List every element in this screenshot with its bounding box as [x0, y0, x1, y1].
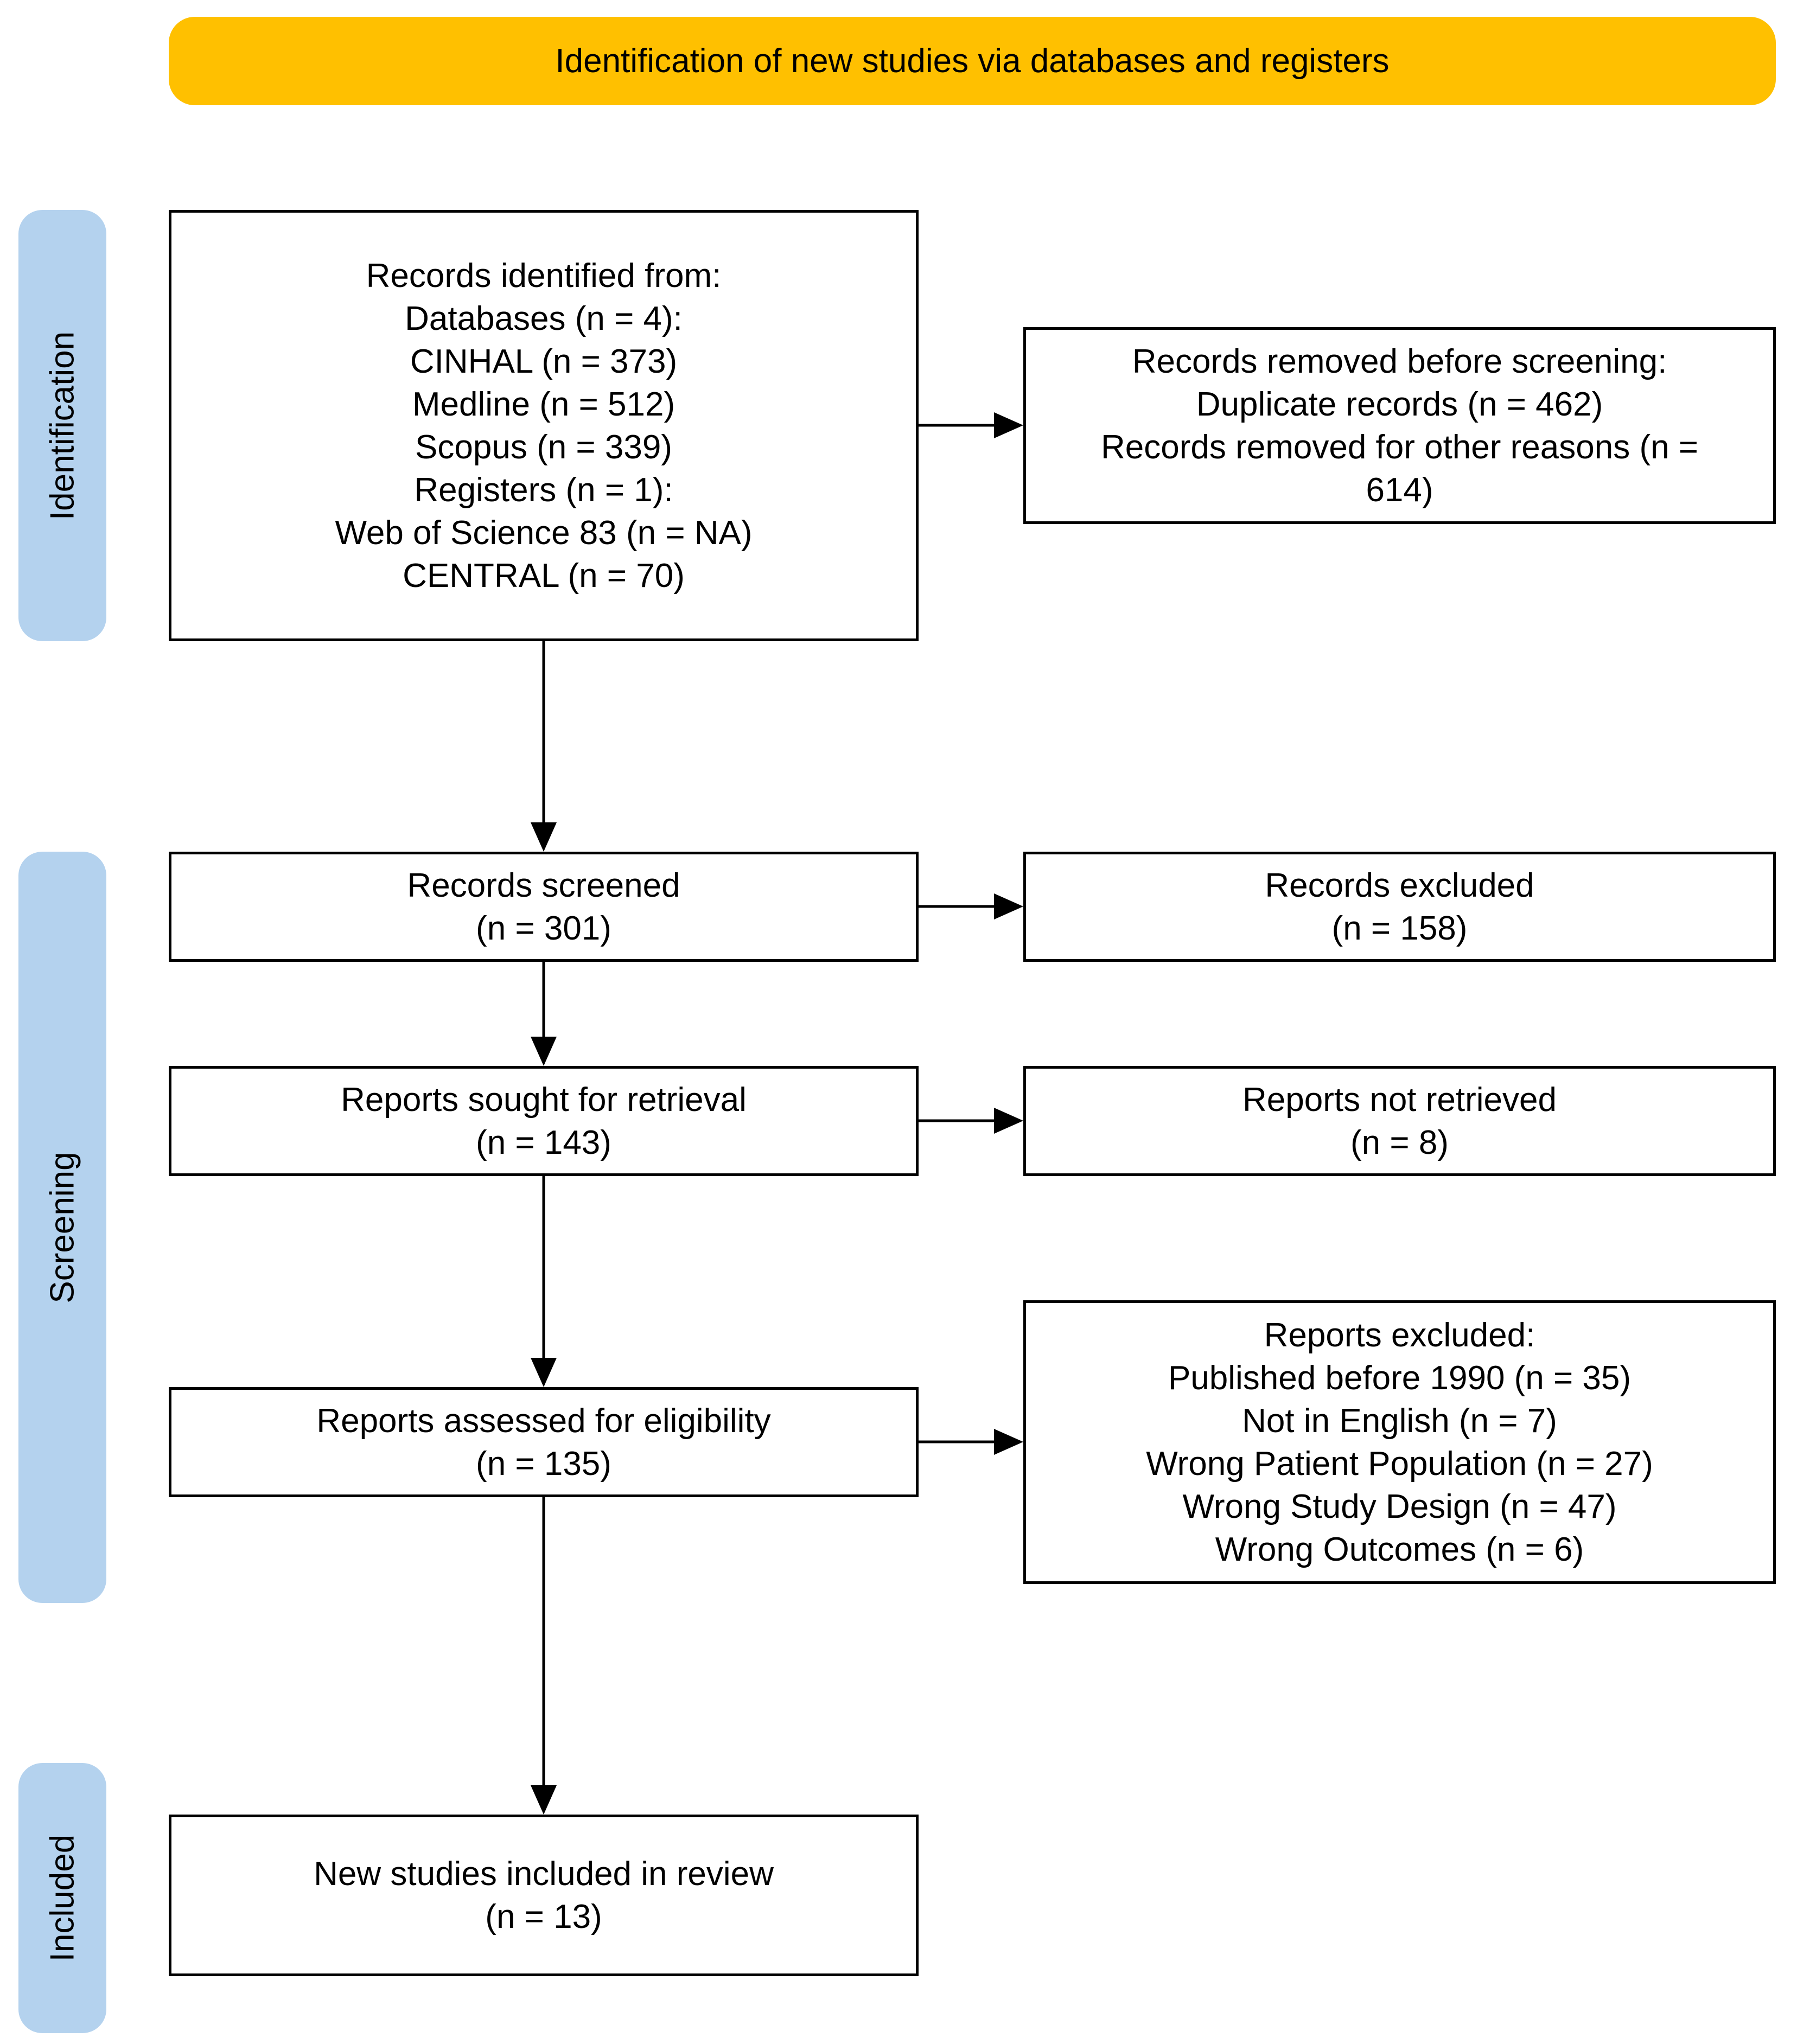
records-excluded-count: (n = 158) [1331, 909, 1468, 947]
arrowhead-down [531, 1785, 557, 1815]
records-identified-line: CENTRAL (n = 70) [403, 557, 685, 595]
records-removed-box: Records removed before screening: Duplic… [1023, 327, 1776, 524]
reports-sought-label: Reports sought for retrieval [341, 1081, 747, 1119]
phase-screening: Screening [18, 852, 106, 1603]
reports-not-retrieved-box: Reports not retrieved (n = 8) [1023, 1066, 1776, 1176]
records-screened-box: Records screened (n = 301) [169, 852, 919, 962]
arrowhead-right [994, 893, 1023, 919]
arrowhead-down [531, 1358, 557, 1387]
header-title: Identification of new studies via databa… [555, 42, 1390, 80]
records-identified-line: Web of Science 83 (n = NA) [335, 514, 753, 552]
records-removed-line: Records removed for other reasons (n = [1100, 428, 1698, 466]
reports-sought-count: (n = 143) [476, 1123, 611, 1161]
records-screened-count: (n = 301) [476, 909, 611, 947]
records-removed-line: Duplicate records (n = 462) [1196, 385, 1603, 423]
reports-excluded-line: Reports excluded: [1264, 1316, 1535, 1354]
phase-included-label: Included [43, 1834, 81, 1962]
arrowhead-right [994, 412, 1023, 438]
reports-excluded-line: Published before 1990 (n = 35) [1168, 1359, 1632, 1397]
records-identified-box: Records identified from: Databases (n = … [169, 210, 919, 641]
reports-excluded-line: Not in English (n = 7) [1242, 1402, 1557, 1440]
arrowhead-right [994, 1429, 1023, 1455]
arrowhead-down [531, 822, 557, 852]
identification-header-banner: Identification of new studies via databa… [169, 17, 1776, 105]
phase-identification: Identification [18, 210, 106, 641]
studies-included-label: New studies included in review [314, 1855, 774, 1893]
records-identified-line: Scopus (n = 339) [415, 428, 672, 466]
records-identified-line: Registers (n = 1): [414, 471, 673, 509]
reports-not-retrieved-label: Reports not retrieved [1242, 1081, 1557, 1119]
reports-assessed-count: (n = 135) [476, 1445, 611, 1483]
studies-included-box: New studies included in review (n = 13) [169, 1815, 919, 1976]
phase-identification-label: Identification [43, 331, 81, 520]
records-identified-line: Records identified from: [366, 257, 722, 295]
reports-excluded-line: Wrong Study Design (n = 47) [1182, 1487, 1617, 1525]
reports-excluded-line: Wrong Outcomes (n = 6) [1215, 1530, 1584, 1568]
reports-sought-box: Reports sought for retrieval (n = 143) [169, 1066, 919, 1176]
records-identified-line: Medline (n = 512) [412, 385, 676, 423]
reports-not-retrieved-count: (n = 8) [1350, 1123, 1449, 1161]
studies-included-count: (n = 13) [485, 1898, 602, 1936]
reports-assessed-label: Reports assessed for eligibility [316, 1402, 771, 1440]
reports-assessed-box: Reports assessed for eligibility (n = 13… [169, 1387, 919, 1497]
records-excluded-label: Records excluded [1265, 866, 1534, 904]
records-removed-line: Records removed before screening: [1132, 342, 1667, 380]
phase-included: Included [18, 1763, 106, 2033]
records-excluded-box: Records excluded (n = 158) [1023, 852, 1776, 962]
records-removed-line: 614) [1366, 471, 1433, 509]
records-screened-label: Records screened [407, 866, 680, 904]
records-identified-line: CINHAL (n = 373) [410, 342, 678, 380]
arrowhead-down [531, 1037, 557, 1066]
reports-excluded-line: Wrong Patient Population (n = 27) [1146, 1445, 1653, 1483]
records-identified-line: Databases (n = 4): [405, 299, 683, 337]
phase-screening-label: Screening [43, 1151, 81, 1304]
reports-excluded-box: Reports excluded: Published before 1990 … [1023, 1300, 1776, 1584]
arrowhead-right [994, 1108, 1023, 1134]
